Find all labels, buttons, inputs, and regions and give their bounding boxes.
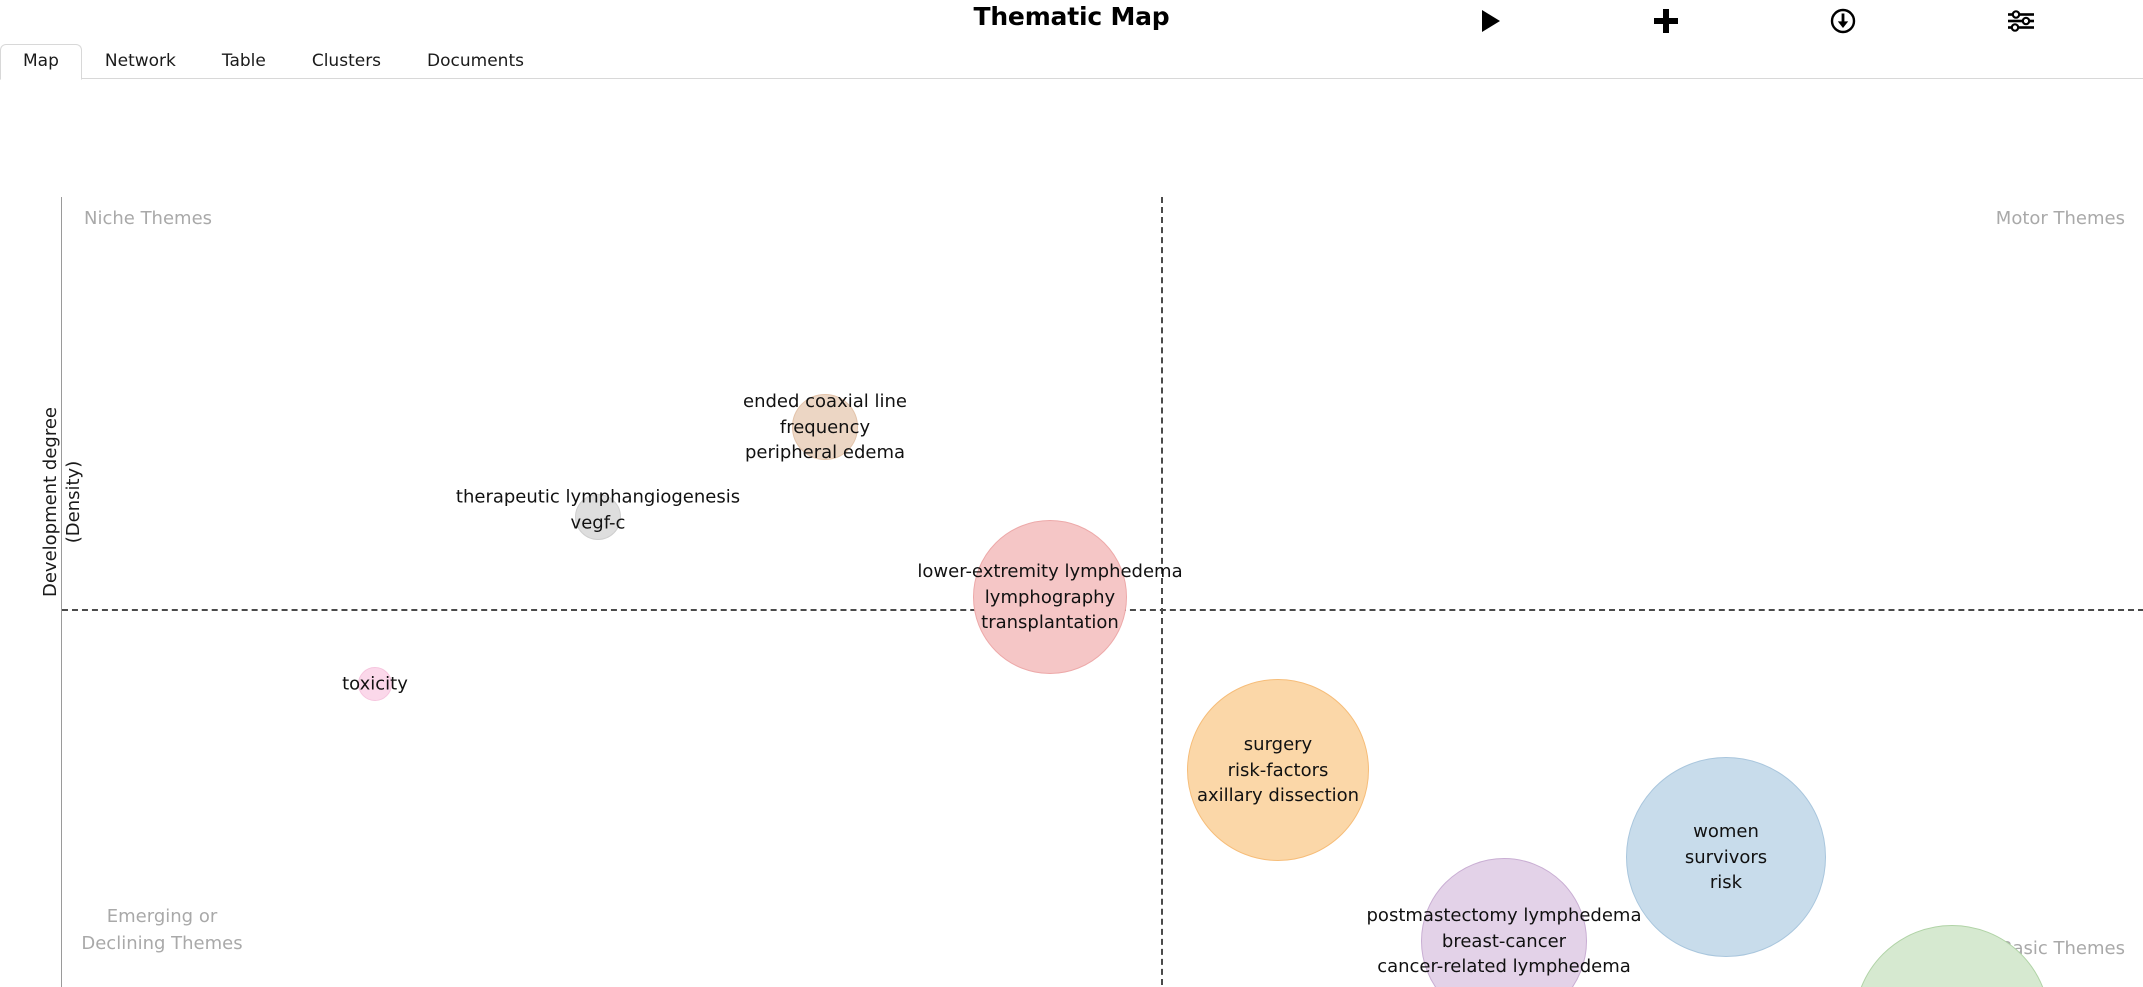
sliders-icon [2007, 9, 2035, 33]
plus-icon [1653, 8, 1679, 34]
tab-documents[interactable]: Documents [427, 51, 524, 71]
bubble-women[interactable] [1626, 757, 1826, 957]
download-button[interactable] [1826, 4, 1860, 38]
add-button[interactable] [1649, 4, 1683, 38]
quadrant-label-niche-themes: Niche Themes [84, 208, 213, 229]
settings-button[interactable] [2004, 4, 2038, 38]
app-header: Thematic Map [0, 0, 2143, 45]
bubble-postmastectomy[interactable] [1421, 858, 1587, 987]
tab-bar: Map Network Table Clusters Documents [0, 44, 2143, 80]
tab-table[interactable]: Table [221, 51, 266, 71]
thematic-map-chart: Development degree (Density) Relevance d… [0, 79, 2143, 987]
page-title: Thematic Map [973, 2, 1170, 31]
download-icon [1830, 8, 1856, 34]
tab-network[interactable]: Network [104, 51, 176, 71]
bubble-surgery[interactable] [1187, 679, 1369, 861]
bubble-lower-extremity[interactable] [973, 520, 1127, 674]
tab-clusters[interactable]: Clusters [311, 51, 382, 71]
toolbar [1430, 0, 2050, 45]
plot-area[interactable]: Niche Themes Motor Themes Emerging or De… [61, 197, 2143, 987]
bubble-vegf-c[interactable] [575, 494, 621, 540]
bubble-toxicity[interactable] [358, 667, 392, 701]
bubble-coaxial[interactable] [792, 394, 858, 460]
quadrant-label-basic-themes: Basic Themes [2000, 938, 2125, 959]
play-icon [1480, 9, 1502, 33]
tab-map[interactable]: Map [0, 44, 82, 80]
quadrant-label-motor-themes: Motor Themes [1995, 208, 2125, 229]
run-button[interactable] [1474, 4, 1508, 38]
quadrant-label-emerging-themes: Emerging or Declining Themes [81, 906, 243, 954]
tabs: Map Network Table Clusters Documents [0, 44, 2143, 80]
centrality-divider [1161, 197, 1163, 987]
